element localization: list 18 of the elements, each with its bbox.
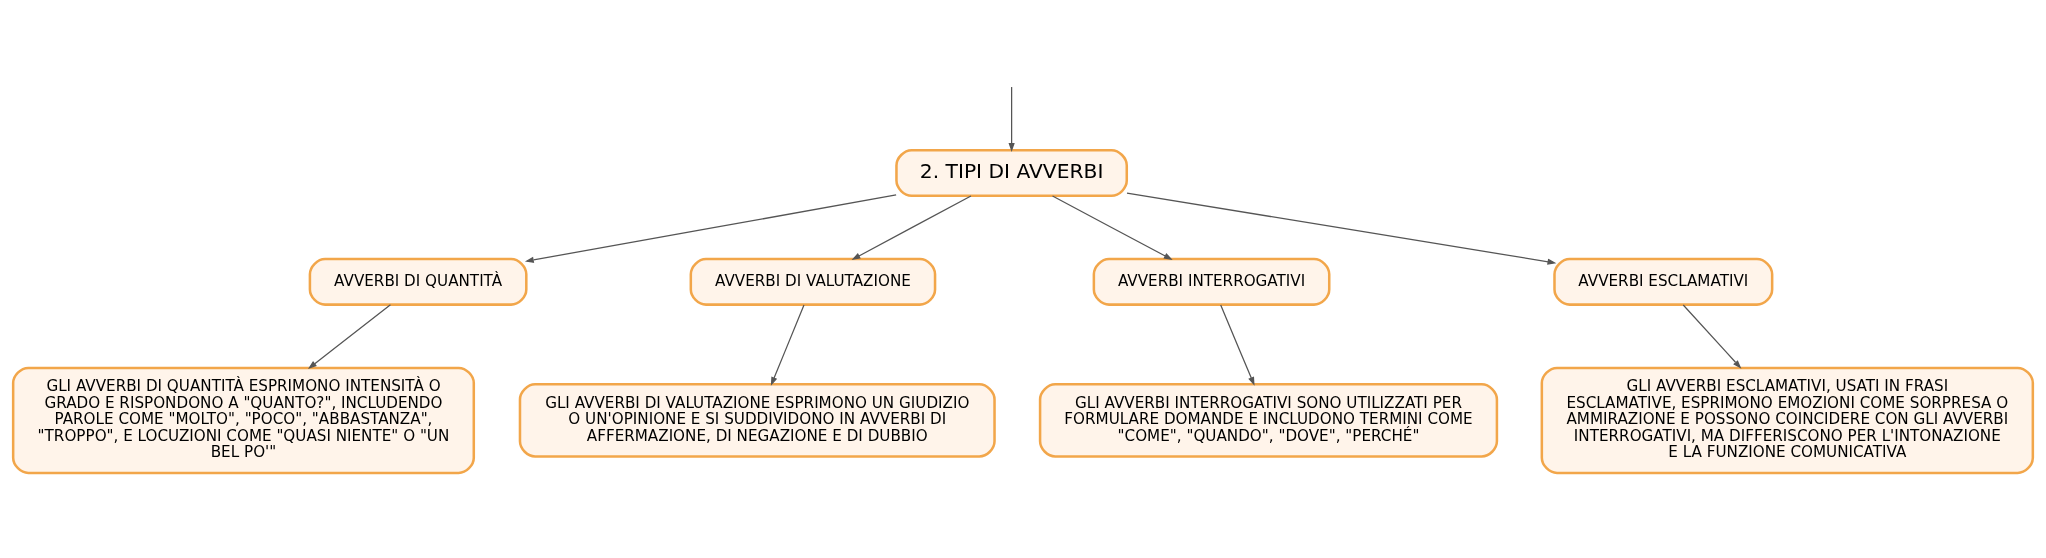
arrow: [1220, 303, 1255, 386]
node-box: AVVERBI ESCLAMATIVI: [1553, 257, 1774, 306]
node-box: GLI AVVERBI INTERROGATIVI SONO UTILIZZATI PER FORMULARE DOMANDE E INCLUDONO TERMINI COME "COME", "QUANDO", "DOVE", "PERCHÉ": [1038, 382, 1499, 458]
node-box: GLI AVVERBI ESCLAMATIVI, USATI IN FRASI ESCLAMATIVE, ESPRIMONO EMOZIONI COME SORPRESA O AMMIRAZIONE E POSSONO COINCIDERE CON GLI AVVERBI INTERROGATIVI, MA DIFFERISCONO PER L'INTONAZIONE E LA FUNZIONE COMUNICATIVA: [1540, 366, 2035, 474]
arrow: [1051, 194, 1173, 260]
arrow: [1008, 85, 1015, 152]
node-box: AVVERBI INTERROGATIVI: [1092, 257, 1331, 306]
node-box: AVVERBI DI VALUTAZIONE: [689, 257, 937, 306]
arrow: [1126, 191, 1557, 265]
node-box: AVVERBI DI QUANTITÀ: [308, 257, 528, 306]
arrow: [307, 303, 392, 369]
arrow: [770, 303, 805, 386]
arrow: [851, 194, 972, 260]
node-box: 2. TIPI DI AVVERBI: [895, 148, 1129, 197]
arrow: [1682, 303, 1742, 369]
arrow: [524, 193, 897, 263]
node-box: GLI AVVERBI DI VALUTAZIONE ESPRIMONO UN GIUDIZIO O UN'OPINIONE E SI SUDDIVIDONO IN AVVERBI DI AFFERMAZIONE, DI NEGAZIONE E DI DUBBIO: [518, 382, 996, 458]
node-box: GLI AVVERBI DI QUANTITÀ ESPRIMONO INTENSITÀ O GRADO E RISPONDONO A "QUANTO?", INCLUDENDO PAROLE COME "MOLTO", "POCO", "ABBASTANZA", "TROPPO", E LOCUZIONI COME "QUASI NIENTE" O "UN BEL PO'": [11, 366, 476, 474]
